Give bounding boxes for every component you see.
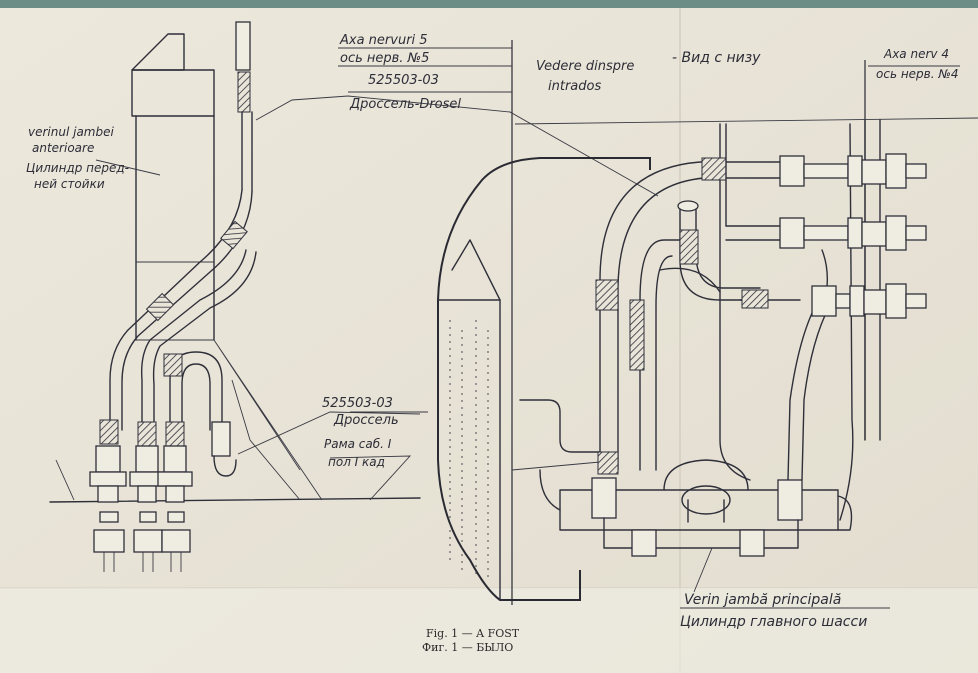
bolt-assembly-1 [779, 153, 927, 189]
hose-b [137, 421, 157, 447]
pipe-link-left [511, 461, 601, 471]
bulkhead-bevel [437, 239, 501, 301]
label-drossel-bottom: Дроссель [333, 413, 399, 428]
caption-line-2: Фиг. 1 — БЫЛО [422, 641, 513, 654]
cylinder-port [681, 485, 731, 515]
leader-left-bracket [55, 459, 75, 501]
label-axa-nerv-4: Axa nerv 4 [883, 47, 949, 61]
cylinder-right-cap [837, 495, 853, 531]
pipe-second-outer [639, 239, 681, 471]
leader-drossel-bottom [237, 411, 421, 455]
drosel-hose [679, 229, 699, 265]
u-loop-fitting [211, 421, 231, 457]
label-vid-s-nizu: - Вид с низу [672, 50, 761, 66]
cylinder-feed-pipe [603, 517, 799, 549]
feed-fitting-2 [739, 529, 765, 557]
table-background-strip [0, 0, 978, 8]
fitting-stack-c [157, 445, 193, 572]
fitting-stack-a [89, 445, 127, 572]
cylinder-left-cap [539, 469, 561, 511]
drosel-top-cap [677, 200, 699, 212]
hose-second [629, 299, 645, 371]
pipe-second-inner [655, 255, 673, 471]
bolt-assembly-3 [811, 283, 927, 319]
top-fitting [235, 21, 251, 71]
bracket-lines [213, 339, 323, 501]
cylinder-fitting-right [777, 479, 803, 521]
bulkhead-texture [449, 320, 489, 580]
u-loop-end [213, 455, 237, 477]
label-part-number-top: 525503-03 [368, 73, 439, 88]
drosel-band [659, 267, 721, 293]
label-pol-kad: пол I кад [328, 455, 385, 469]
bolt-assembly-2 [779, 215, 927, 251]
hose-a [99, 419, 119, 445]
label-os-nerv-5: ось нерв. №5 [340, 51, 429, 66]
label-axa-nervuri-5: Axa nervuri 5 [339, 33, 428, 48]
feed-fitting-1 [631, 529, 657, 557]
fitting-stack-b [129, 445, 165, 572]
cylinder-fitting-left [591, 477, 617, 519]
cylinder-dome [663, 459, 749, 491]
hose-third [741, 289, 769, 309]
label-verin-jamba: Verin jambă principală [684, 592, 841, 608]
pipe-hose-2 [145, 292, 175, 322]
pipe-main-inner [617, 177, 791, 471]
paper-sheet [0, 8, 978, 673]
label-os-nerv-4: ось нерв. №4 [876, 67, 959, 81]
bulkhead-left [437, 300, 581, 601]
pipe-diagonal-1b [121, 191, 253, 431]
pipe-u-loop-inner [181, 363, 211, 441]
label-rama-sab: Рама саб. I [324, 437, 392, 451]
label-drossel-top: Дроссель-Drosel [349, 97, 461, 112]
structure-far-right [839, 123, 854, 521]
label-intrados: intrados [548, 79, 601, 94]
cylinder-port-sides [687, 499, 725, 523]
label-nei-stoiki: ней стойки [34, 177, 105, 191]
label-cilindr-glavnogo: Цилиндр главного шасси [680, 614, 867, 630]
leader-front-cylinder [95, 159, 161, 176]
bracket-step [519, 399, 601, 453]
pipe-mid-bolt [725, 225, 781, 241]
leader-frame [329, 455, 412, 501]
label-cilindr-pered: Цилиндр перед- [26, 161, 129, 175]
hose-main-top [701, 157, 727, 181]
pipe-diagonal-2b [152, 251, 257, 441]
strut-collar [131, 69, 215, 117]
caption-line-1: Fig. 1 — A FOST [426, 627, 520, 640]
bracket-diagonal [231, 379, 301, 501]
hose-main-mid [595, 279, 619, 311]
front-strut-view [49, 21, 421, 572]
label-vedere-dinspre: Vedere dinspre [536, 59, 634, 74]
pipe-diagonal-2 [140, 249, 247, 441]
hose-c [165, 421, 185, 447]
paper-lower-band [0, 588, 978, 673]
label-anterioare: anterioare [32, 141, 94, 155]
strut-body [135, 115, 215, 341]
leader-drossel-top [255, 95, 659, 197]
hose-main-low [597, 451, 619, 475]
pipe-hose-1 [220, 220, 248, 250]
label-verinul-jambei: verinul jambei [28, 125, 114, 139]
leader-main-cylinder [693, 547, 713, 593]
intrados-line [514, 117, 978, 125]
top-hose [237, 71, 251, 113]
main-gear-view [437, 119, 927, 601]
pipe-diagonal-1 [109, 189, 243, 431]
u-loop-hose [163, 353, 183, 377]
bulkhead-top [437, 157, 651, 301]
label-part-number-bottom: 525503-03 [322, 396, 393, 411]
pipe-main-outer [599, 161, 791, 471]
riser-pipe [241, 111, 253, 193]
